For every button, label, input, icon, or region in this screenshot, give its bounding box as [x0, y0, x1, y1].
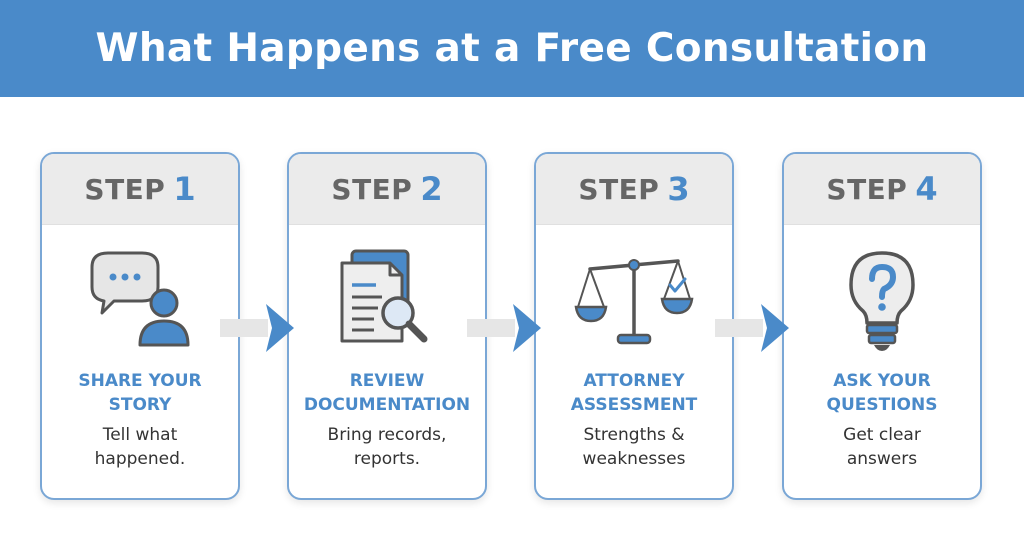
step-title-line: ASK YOUR — [833, 371, 931, 391]
step-desc-line: Bring records, — [327, 425, 447, 445]
chat-person-icon — [90, 251, 190, 347]
step-number: 4 — [915, 170, 938, 208]
step-header: STEP 1 — [42, 154, 238, 225]
step-header: STEP 2 — [289, 154, 485, 225]
step-title-line: SHARE YOUR — [78, 371, 202, 391]
arrow-right-icon — [220, 304, 294, 352]
question-lightbulb-icon — [849, 251, 915, 351]
step-desc-line: Get clear — [843, 425, 921, 445]
step-title-line: STORY — [108, 395, 172, 415]
page-title: What Happens at a Free Consultation — [95, 26, 929, 71]
arrow-right-icon — [467, 304, 541, 352]
step-header: STEP 3 — [536, 154, 732, 225]
step-desc-line: Tell what — [102, 425, 178, 445]
scales-of-justice-icon — [574, 259, 694, 345]
step-label: STEP — [578, 172, 660, 206]
step-title-line: DOCUMENTATION — [303, 395, 471, 415]
step-title-line: ASSESSMENT — [570, 395, 698, 415]
step-label: STEP — [331, 172, 413, 206]
document-magnifier-icon — [340, 249, 428, 343]
step-desc-line: answers — [846, 449, 918, 469]
step-number: 2 — [420, 170, 443, 208]
step-desc-line: weaknesses — [582, 449, 686, 469]
step-description: Get clear answers — [784, 423, 980, 471]
step-title-line: ATTORNEY — [583, 371, 685, 391]
step-title-line: REVIEW — [349, 371, 425, 391]
header-banner: What Happens at a Free Consultation — [0, 0, 1024, 97]
step-label: STEP — [826, 172, 908, 206]
step-card-4: STEP 4 ASK YOUR QUESTIONS Get clear answ… — [782, 152, 982, 500]
step-title: ASK YOUR QUESTIONS — [784, 369, 980, 417]
step-description: Strengths & weaknesses — [536, 423, 732, 471]
step-title: ATTORNEY ASSESSMENT — [536, 369, 732, 417]
step-title-line: QUESTIONS — [826, 395, 938, 415]
step-number: 1 — [173, 170, 196, 208]
step-description: Bring records, reports. — [289, 423, 485, 471]
arrow-right-icon — [715, 304, 789, 352]
step-header: STEP 4 — [784, 154, 980, 225]
step-title: REVIEW DOCUMENTATION — [289, 369, 485, 417]
step-desc-line: Strengths & — [583, 425, 685, 445]
step-desc-line: reports. — [353, 449, 421, 469]
step-card-2: STEP 2 REVIEW DOCUMENTATION Bring record… — [287, 152, 487, 500]
step-card-1: STEP 1 SHARE YOUR STORY Tell what happen… — [40, 152, 240, 500]
step-title: SHARE YOUR STORY — [42, 369, 238, 417]
step-desc-line: happened. — [94, 449, 186, 469]
step-card-3: STEP 3 ATTORNEY ASSESSMENT Strengths & w — [534, 152, 734, 500]
step-number: 3 — [667, 170, 690, 208]
step-description: Tell what happened. — [42, 423, 238, 471]
step-label: STEP — [84, 172, 166, 206]
